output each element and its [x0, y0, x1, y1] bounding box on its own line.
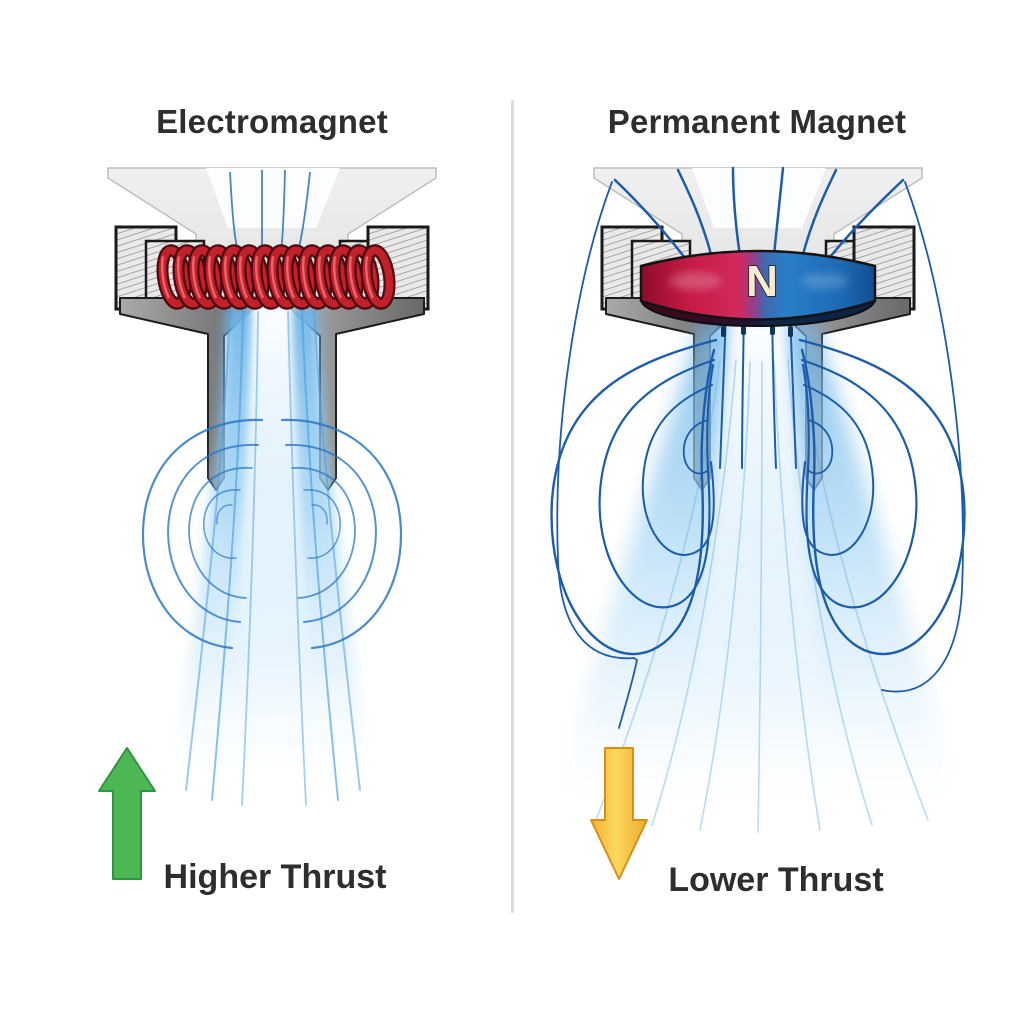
higher-thrust-label: Higher Thrust — [163, 858, 387, 896]
right-panel-title: Permanent Magnet — [607, 103, 907, 140]
field-fan-lines-above-magnet — [613, 166, 905, 264]
exhaust-plume-right — [550, 320, 966, 833]
electromagnet-thruster — [106, 166, 438, 806]
magnetic-field-loops — [550, 181, 966, 729]
magnet-pole-label: N — [746, 257, 778, 306]
lower-thrust-label: Lower Thrust — [668, 861, 884, 899]
exhaust-plume-left — [170, 305, 374, 806]
permanent-magnet-thruster: N — [550, 166, 966, 833]
electromagnet-coil — [159, 249, 392, 306]
permanent-ring-magnet: N — [639, 249, 877, 327]
left-panel-title: Electromagnet — [156, 103, 388, 140]
higher-thrust-up-arrow-icon — [98, 747, 156, 880]
panel-divider — [511, 100, 514, 913]
channel-field-lines-right — [719, 309, 797, 469]
lower-thrust-down-arrow-icon — [590, 747, 648, 880]
